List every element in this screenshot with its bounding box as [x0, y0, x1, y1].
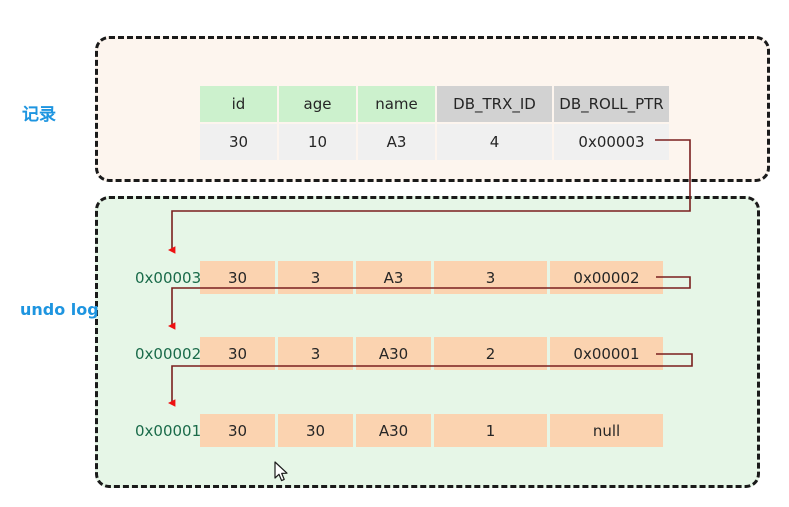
- record-region-label: 记录: [22, 105, 56, 125]
- undo-pointer-label-1: 0x00002: [135, 345, 202, 363]
- undo-cell-id-1: 30: [200, 337, 275, 370]
- undo-cell-db-roll-ptr-0: 0x00002: [550, 261, 663, 294]
- record-cell-id: 30: [200, 124, 277, 160]
- record-cell-age: 10: [279, 124, 356, 160]
- undo-cell-db-trx-id-0: 3: [434, 261, 547, 294]
- record-header-age: age: [279, 86, 356, 122]
- undo-cell-name-2: A30: [356, 414, 431, 447]
- undo-cell-age-2: 30: [278, 414, 353, 447]
- record-header-db-roll-ptr: DB_ROLL_PTR: [554, 86, 669, 122]
- mouse-pointer-icon: [274, 461, 288, 482]
- record-header-name: name: [358, 86, 435, 122]
- record-header-db-trx-id: DB_TRX_ID: [437, 86, 552, 122]
- undo-cell-age-1: 3: [278, 337, 353, 370]
- undo-cell-db-trx-id-1: 2: [434, 337, 547, 370]
- record-header-id: id: [200, 86, 277, 122]
- undo-log-region-label: undo log: [20, 300, 99, 319]
- record-table-data-row: 30 10 A3 4 0x00003: [200, 124, 669, 160]
- record-cell-db-trx-id: 4: [437, 124, 552, 160]
- record-table: id age name DB_TRX_ID DB_ROLL_PTR 30 10 …: [200, 86, 669, 160]
- undo-cell-db-roll-ptr-2: null: [550, 414, 663, 447]
- record-table-header-row: id age name DB_TRX_ID DB_ROLL_PTR: [200, 86, 669, 122]
- record-cell-name: A3: [358, 124, 435, 160]
- undo-cell-name-1: A30: [356, 337, 431, 370]
- undo-cell-id-2: 30: [200, 414, 275, 447]
- undo-log-row-0: 30 3 A3 3 0x00002: [200, 261, 663, 294]
- undo-pointer-label-0: 0x00003: [135, 269, 202, 287]
- undo-pointer-label-2: 0x00001: [135, 422, 202, 440]
- undo-cell-id-0: 30: [200, 261, 275, 294]
- undo-cell-db-roll-ptr-1: 0x00001: [550, 337, 663, 370]
- undo-log-row-1: 30 3 A30 2 0x00001: [200, 337, 663, 370]
- undo-cell-age-0: 3: [278, 261, 353, 294]
- undo-cell-db-trx-id-2: 1: [434, 414, 547, 447]
- undo-log-row-2: 30 30 A30 1 null: [200, 414, 663, 447]
- undo-cell-name-0: A3: [356, 261, 431, 294]
- record-cell-db-roll-ptr: 0x00003: [554, 124, 669, 160]
